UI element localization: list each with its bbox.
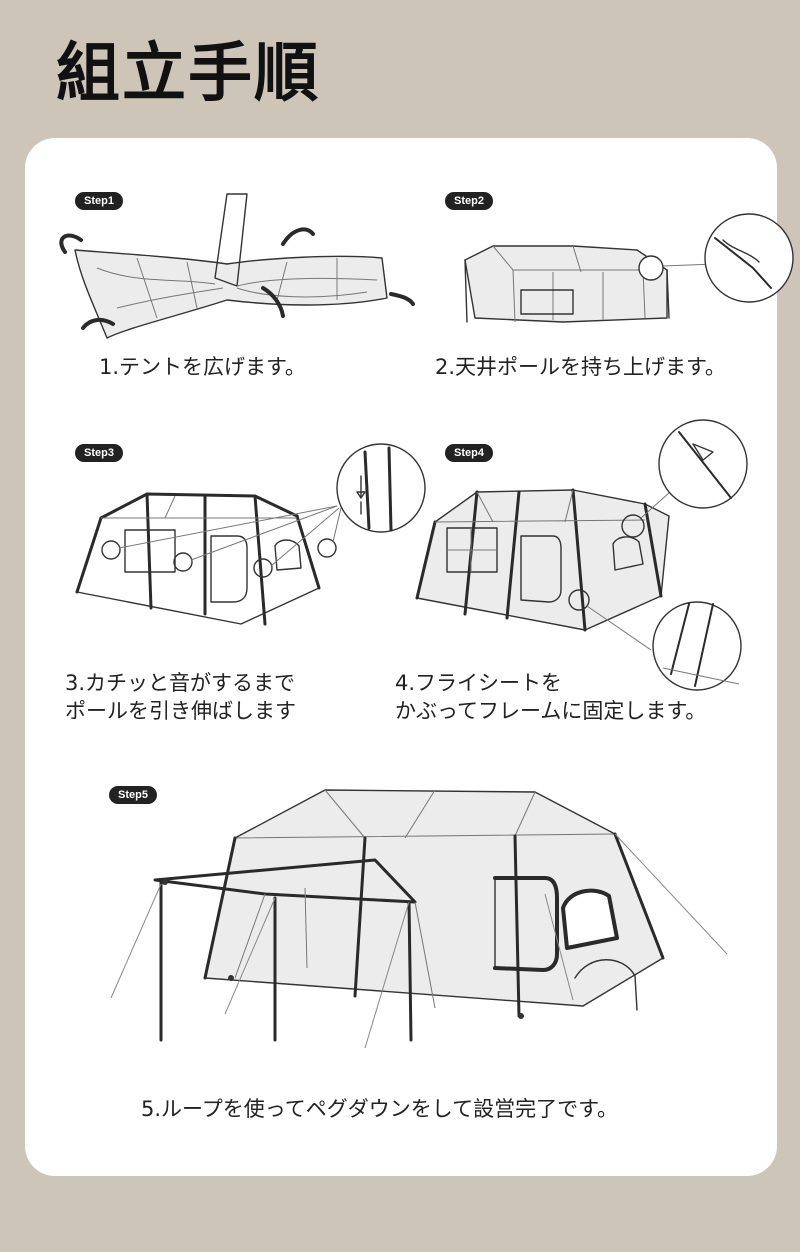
step4-badge: Step4 [445,444,493,462]
step5-caption: 5.ループを使ってペグダウンをして設営完了です。 [141,1097,618,1121]
step1-caption: 1.テントを広げます。 [99,355,306,379]
step2-badge: Step2 [445,192,493,210]
step2-caption: 2.天井ポールを持ち上げます。 [435,355,726,379]
page-title: 組立手順 [56,37,320,111]
step4-caption-line2: かぶってフレームに固定します。 [395,699,707,723]
raised-tent-frame-icon [453,210,794,340]
fly-sheet-tent-icon [413,419,748,694]
step3-caption-line2: ポールを引き伸ばします [65,699,296,723]
instruction-card: Step1 1.テントを広げます。 Step2 2.天井ポールを [25,138,794,1176]
step3-badge: Step3 [75,444,123,462]
step3-caption-line1: 3.カチッと音がするまで [65,671,296,695]
extended-pole-tent-icon [65,438,426,638]
step4-caption-line1: 4.フライシートを [395,671,563,695]
unfolded-tent-icon [37,188,417,348]
step1-badge: Step1 [75,192,123,210]
step5-badge: Step5 [109,786,157,804]
pegged-tent-with-awning-icon [75,778,735,1068]
